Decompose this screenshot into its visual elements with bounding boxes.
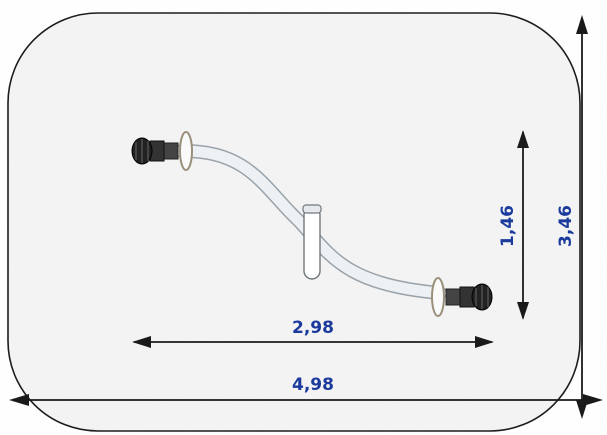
- center-post: [302, 204, 322, 280]
- speaking-tube: [175, 143, 447, 300]
- overall-height-label: 3,46: [556, 205, 576, 247]
- left-mouthpiece: [131, 131, 193, 171]
- right-mouthpiece: [431, 277, 493, 317]
- inner-height-label: 1,46: [498, 205, 518, 247]
- inner-width-label: 2,98: [292, 318, 334, 338]
- overall-width-label: 4,98: [292, 375, 334, 395]
- inner-height-dimension: [517, 130, 529, 320]
- overall-width-dimension: [9, 394, 603, 406]
- inner-width-dimension: [132, 336, 494, 348]
